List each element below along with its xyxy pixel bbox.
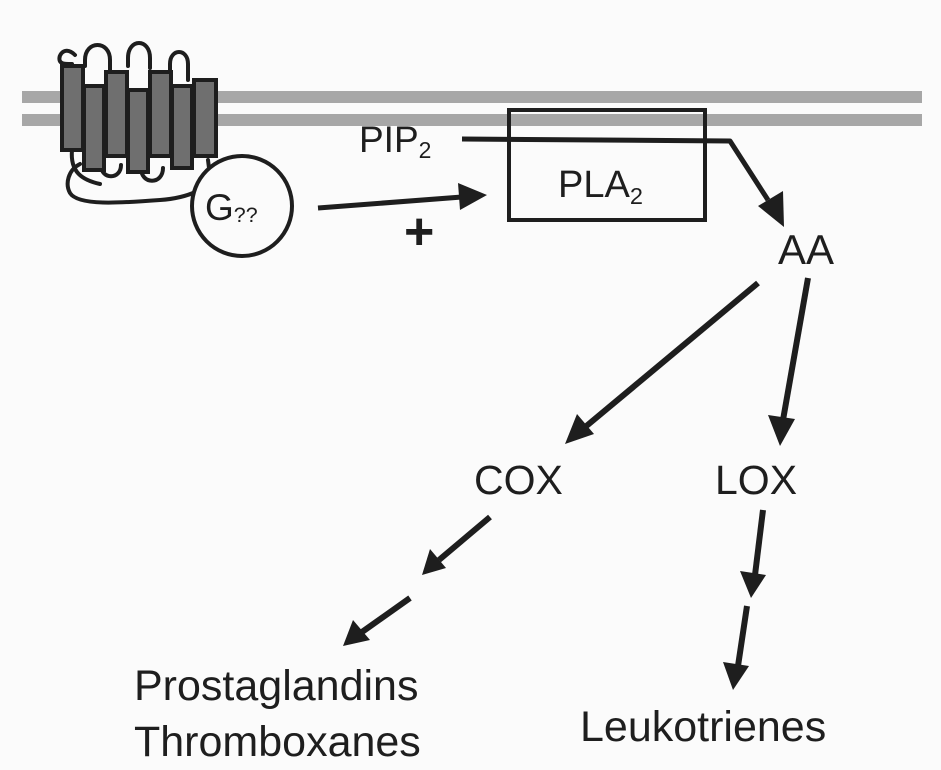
pla2-label-main: PLA (558, 164, 630, 206)
pip2-label-main: PIP (359, 119, 419, 160)
aa-to-lox-arrow-shaft (780, 277, 811, 421)
aa-to-cox-arrow-shaft (582, 280, 760, 431)
thromboxanes-label: Thromboxanes (134, 718, 421, 766)
aa-to-lox-arrowhead (768, 415, 795, 446)
g-to-pla2-arrow-shaft (317, 194, 463, 211)
lox-to-products-arrow (723, 509, 766, 690)
aa-to-cox-arrowhead (565, 414, 594, 444)
g-protein-label-main: G (205, 187, 234, 228)
g-protein-circle (190, 154, 294, 258)
cell-membrane (22, 91, 922, 126)
pla2-enzyme-box (507, 108, 707, 222)
cox-to-products-arrow (343, 514, 492, 646)
pip2-label: PIP2 (359, 119, 431, 162)
activation-plus-sign: + (404, 203, 435, 261)
g-to-pla2-arrowhead (458, 183, 487, 210)
prostaglandins-label: Prostaglandins (134, 662, 419, 710)
pip2-hydrolysis-line (461, 136, 771, 202)
aa-label: AA (778, 226, 835, 273)
g-protein-label-subscript: ?? (233, 203, 258, 228)
g-protein-label: G?? (205, 189, 258, 226)
pip2-label-subscript: 2 (418, 137, 432, 164)
receptor-helices (60, 64, 218, 174)
pla2-label-subscript: 2 (629, 182, 643, 209)
pip2-to-aa-arrowhead (758, 191, 784, 227)
leukotrienes-label: Leukotrienes (580, 703, 827, 751)
cox-label: COX (474, 457, 563, 503)
pla2-label: PLA2 (558, 164, 643, 207)
lox-label: LOX (715, 457, 798, 503)
